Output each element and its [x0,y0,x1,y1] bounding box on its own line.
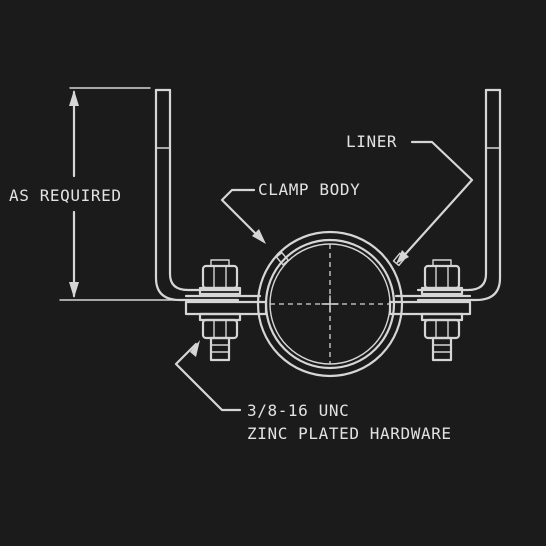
right-bolt-nut-assembly [420,259,464,362]
liner-label: LINER [346,132,397,151]
hardware-leader [174,340,242,412]
hardware-label-line2: ZINC PLATED HARDWARE [247,424,452,443]
center-lines [270,244,390,364]
liner-leader [396,140,474,264]
hardware-label-line1: 3/8-16 UNC [247,401,349,420]
as-required-label: AS REQUIRED [9,186,122,205]
clamp-body-label: CLAMP BODY [258,180,360,199]
as-required-dimension [59,87,179,301]
left-u-bolt [154,88,240,302]
right-u-bolt [416,88,502,302]
left-bolt-nut-assembly [198,259,242,362]
clamp-body-leader [220,188,266,244]
